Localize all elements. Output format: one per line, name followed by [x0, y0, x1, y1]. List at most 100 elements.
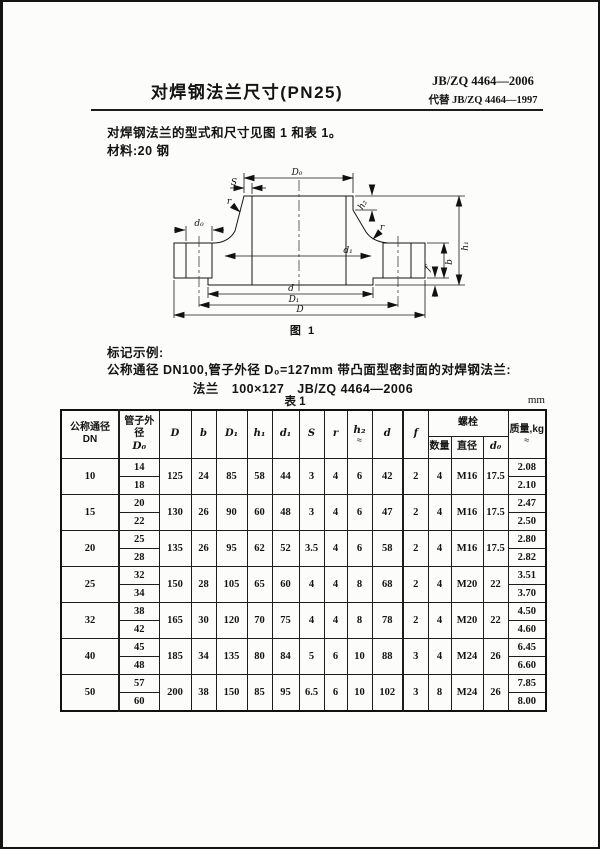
cell-f: 2 — [402, 493, 429, 531]
cell-h2: 6 — [346, 457, 373, 495]
header-pipe-sym: D₀ — [132, 440, 147, 453]
cell-pipe-od: 14 — [118, 457, 160, 477]
header-pipe-cn: 管子外径 — [124, 416, 155, 440]
cell-f: 2 — [402, 565, 429, 603]
cell-pipe-od: 32 — [118, 565, 160, 585]
cell-D1: 120 — [215, 601, 248, 639]
cell-D1: 135 — [215, 637, 248, 675]
cell-S: 3 — [298, 457, 325, 495]
cell-r: 4 — [323, 493, 348, 531]
col-header-h2: h₂ ≈ — [346, 409, 373, 459]
cell-pipe-od: 57 — [118, 673, 160, 693]
cell-h2: 8 — [346, 565, 373, 603]
cell-d1: 52 — [271, 529, 300, 567]
cell-S: 3.5 — [298, 529, 325, 567]
cell-dn: 25 — [60, 565, 120, 603]
cell-d1: 60 — [271, 565, 300, 603]
cell-mass: 4.60 — [507, 619, 547, 639]
cell-D: 200 — [158, 673, 192, 711]
cell-pipe-od: 18 — [118, 475, 160, 495]
cell-D1: 90 — [215, 493, 248, 531]
cell-mass: 6.45 — [507, 637, 547, 657]
cell-f: 2 — [402, 457, 429, 495]
table-header: 公称通径 DN 管子外径 D₀ D b D₁ h₁ d₁ S r h₂ — [60, 409, 547, 459]
col-header-D: D — [158, 409, 192, 459]
cell-r: 6 — [323, 673, 348, 711]
flange-figure: D₀ S r h₂ d₀ d₁ r h₁ b f d D₁ D 图 1 — [151, 166, 486, 346]
cell-mass: 8.00 — [507, 691, 547, 711]
cell-mass: 3.70 — [507, 583, 547, 603]
dim-label-h2: h₂ — [357, 198, 371, 211]
cell-d1: 84 — [271, 637, 300, 675]
col-header-b: b — [190, 409, 217, 459]
dim-label-h1: h₁ — [461, 241, 471, 250]
intro-text: 对焊钢法兰的型式和尺寸见图 1 和表 1。 — [107, 126, 342, 140]
col-header-mass: 质量,kg ≈ — [507, 409, 547, 459]
cell-h1: 62 — [246, 529, 273, 567]
cell-b: 26 — [190, 493, 217, 531]
cell-h1: 60 — [246, 493, 273, 531]
header-h2-approx: ≈ — [357, 435, 362, 446]
cell-mass: 2.10 — [507, 475, 547, 495]
cell-mass: 6.60 — [507, 655, 547, 675]
cell-r: 4 — [323, 529, 348, 567]
cell-pipe-od: 20 — [118, 493, 160, 513]
header-dn-sym: DN — [82, 434, 98, 446]
cell-qty: 8 — [427, 673, 452, 711]
bolt-hole-right — [382, 242, 412, 279]
cell-mass: 2.82 — [507, 547, 547, 567]
cell-d0_hole: 22 — [482, 601, 509, 639]
dim-label-d0: d₀ — [194, 219, 204, 229]
cell-h2: 6 — [346, 529, 373, 567]
cell-dia: M20 — [450, 601, 484, 639]
cell-mass: 3.51 — [507, 565, 547, 585]
table-unit: mm — [527, 394, 545, 406]
cell-dia: M20 — [450, 565, 484, 603]
dim-label-f: f — [423, 263, 435, 274]
cell-dn: 50 — [60, 673, 120, 711]
cell-d1: 48 — [271, 493, 300, 531]
cell-h2: 6 — [346, 493, 373, 531]
cell-dia: M16 — [450, 457, 484, 495]
cell-h2: 10 — [346, 637, 373, 675]
dim-label-d1: d₁ — [343, 246, 352, 256]
cell-d: 42 — [371, 457, 404, 495]
dim-label-b: b — [445, 259, 455, 265]
cell-pipe-od: 22 — [118, 511, 160, 531]
cell-d: 102 — [371, 673, 404, 711]
cell-dn: 20 — [60, 529, 120, 567]
dim-label-d: d — [288, 284, 294, 294]
cell-f: 2 — [402, 601, 429, 639]
dimension-lines — [173, 173, 465, 319]
cell-d0_hole: 17.5 — [482, 457, 509, 495]
cell-h1: 65 — [246, 565, 273, 603]
col-header-dn: 公称通径 DN — [60, 409, 120, 459]
cell-r: 4 — [323, 457, 348, 495]
cell-h1: 58 — [246, 457, 273, 495]
cell-d0_hole: 26 — [482, 637, 509, 675]
header-mass-approx: ≈ — [524, 435, 530, 446]
col-header-bolt-qty: 数量 — [427, 435, 452, 459]
flange-section-right — [345, 195, 426, 286]
cell-d: 68 — [371, 565, 404, 603]
cell-pipe-od: 28 — [118, 547, 160, 567]
cell-d0_hole: 17.5 — [482, 493, 509, 531]
cell-d: 78 — [371, 601, 404, 639]
flange-drawing: D₀ S r h₂ d₀ d₁ r h₁ b f d D₁ D 图 1 — [173, 168, 471, 337]
col-header-pipe-od: 管子外径 D₀ — [118, 409, 160, 459]
cell-qty: 4 — [427, 457, 452, 495]
cell-S: 4 — [298, 565, 325, 603]
cell-D1: 105 — [215, 565, 248, 603]
header-dn-cn: 公称通径 — [70, 422, 110, 434]
header-divider — [91, 109, 543, 111]
col-header-h1: h₁ — [246, 409, 273, 459]
